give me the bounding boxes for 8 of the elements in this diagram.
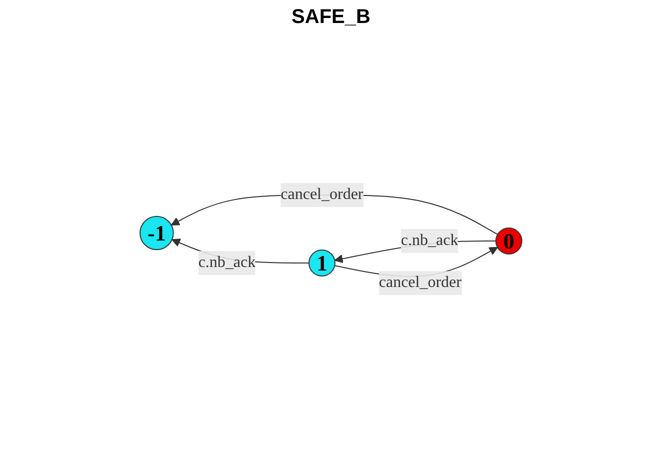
edge-label: c.nb_ack: [400, 232, 458, 249]
edge-label: cancel_order: [378, 274, 462, 292]
edge-label: cancel_order: [280, 186, 364, 203]
diagram-title: SAFE_B: [290, 6, 372, 29]
node-circle: -1: [140, 216, 174, 250]
node-circle: 0: [495, 227, 522, 254]
node-circle: 1: [308, 249, 336, 276]
edge-label: c.nb_ack: [198, 254, 256, 271]
